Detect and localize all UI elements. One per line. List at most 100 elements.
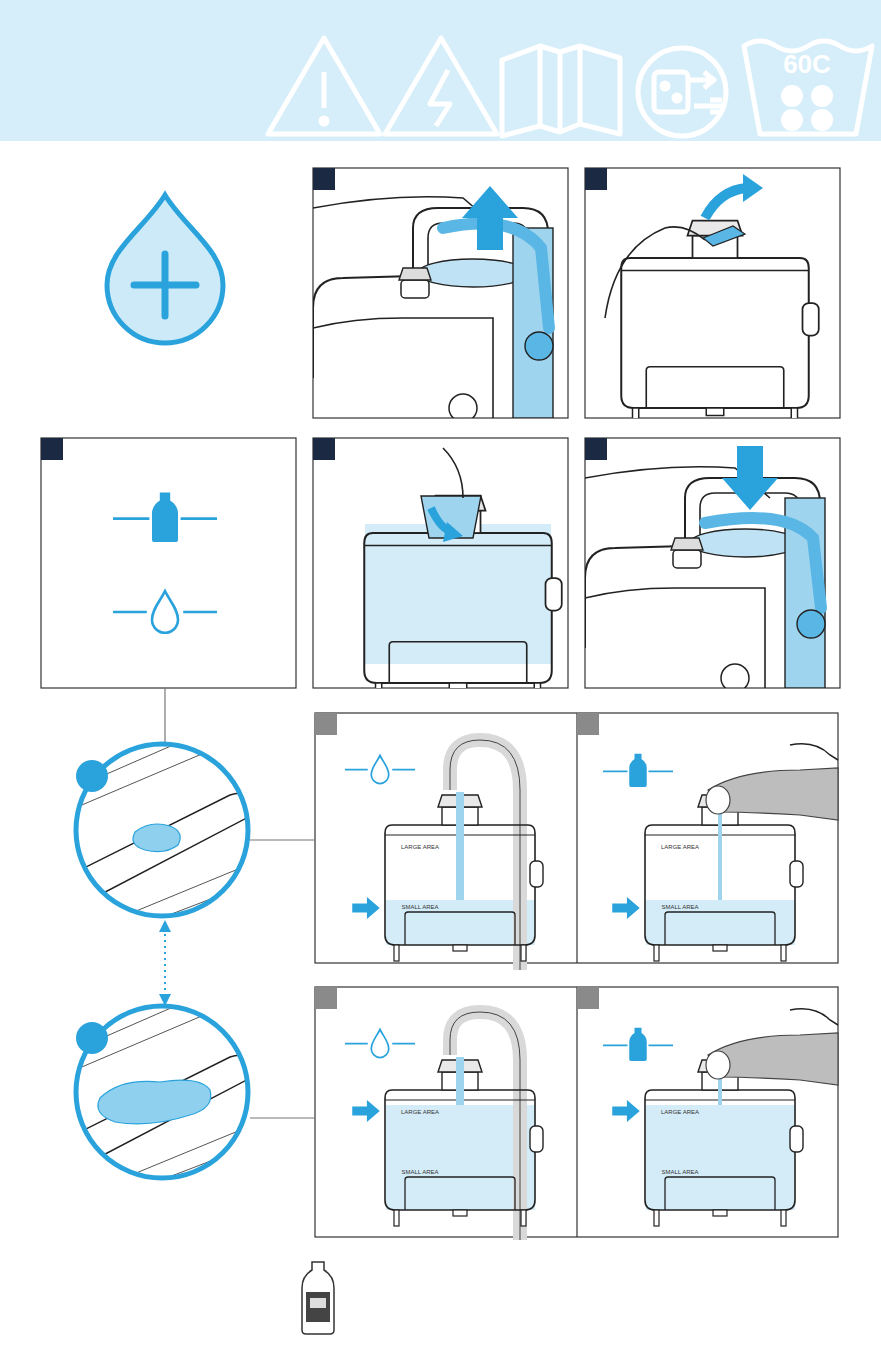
fill-line-label: SMALL AREA bbox=[661, 1169, 698, 1176]
illustration-shape bbox=[70, 1002, 260, 1192]
illustration-shape bbox=[585, 446, 825, 692]
illustration-shape bbox=[450, 1012, 520, 1240]
illustration-shape bbox=[98, 1080, 211, 1124]
wash-temperature: 60C bbox=[783, 50, 831, 79]
fill-line-label: LARGE AREA bbox=[661, 1109, 699, 1116]
illustration-shape bbox=[70, 1002, 260, 1192]
illustration-shape bbox=[706, 786, 730, 814]
illustration-shape bbox=[41, 168, 840, 1237]
illustration-shape bbox=[811, 109, 833, 131]
illustration-shape bbox=[70, 1002, 260, 1192]
illustration-shape bbox=[646, 900, 795, 945]
illustration-figure bbox=[345, 1030, 415, 1058]
illustration-shape bbox=[674, 95, 680, 101]
illustration-shape bbox=[705, 188, 747, 218]
illustration-shape bbox=[790, 1009, 838, 1025]
illustration-shape bbox=[70, 740, 260, 930]
illustration-figure bbox=[113, 591, 217, 633]
illustration-shape bbox=[250, 840, 315, 1118]
illustration-shape bbox=[322, 72, 327, 108]
illustration-shape bbox=[41, 168, 607, 460]
illustration-shape bbox=[781, 109, 803, 131]
illustration-shape bbox=[310, 1298, 326, 1308]
fill-line-label: LARGE AREA bbox=[661, 844, 699, 851]
illustration-shape bbox=[70, 740, 260, 930]
illustration-shape bbox=[268, 38, 872, 136]
illustration-shape bbox=[456, 1057, 464, 1105]
illustration-shape bbox=[386, 1105, 535, 1210]
fill-line-label: LARGE AREA bbox=[401, 844, 439, 851]
illustration-figure bbox=[345, 756, 415, 784]
illustration-shape bbox=[306, 1292, 330, 1322]
illustration-shape bbox=[41, 438, 63, 460]
fill-line-label: LARGE AREA bbox=[401, 1109, 439, 1116]
illustration-shape bbox=[164, 688, 165, 742]
illustration-shape bbox=[60, 1002, 260, 1192]
illustration-figure bbox=[612, 897, 640, 919]
illustration-shape bbox=[456, 792, 464, 900]
illustration-shape bbox=[386, 900, 535, 945]
illustration-shape bbox=[76, 1022, 108, 1054]
illustration-shape bbox=[781, 85, 833, 131]
illustration-shape bbox=[313, 438, 335, 460]
illustration-shape bbox=[781, 85, 803, 107]
illustration-figure bbox=[645, 795, 803, 961]
illustration-shape bbox=[502, 46, 620, 136]
illustration-shape bbox=[164, 928, 166, 998]
illustration-shape bbox=[585, 168, 840, 418]
illustration-figure bbox=[313, 208, 553, 422]
illustration-shape bbox=[718, 805, 722, 900]
illustration-figure bbox=[612, 1100, 640, 1122]
illustration-shape bbox=[364, 448, 562, 703]
illustration-shape bbox=[646, 1105, 795, 1210]
illustration-shape bbox=[605, 227, 705, 318]
illustration-shape bbox=[662, 83, 668, 89]
illustration-figure bbox=[603, 1028, 673, 1061]
illustration-figure bbox=[621, 221, 819, 429]
illustration-shape bbox=[797, 610, 825, 638]
illustration-shape bbox=[315, 713, 599, 1009]
illustration-shape bbox=[744, 41, 872, 134]
illustration-shape bbox=[703, 226, 745, 246]
illustration-figure bbox=[585, 478, 825, 692]
illustration-shape bbox=[302, 1262, 334, 1334]
illustration-shape bbox=[268, 38, 380, 134]
fill-line-label: SMALL AREA bbox=[401, 1169, 438, 1176]
illustration-shape bbox=[0, 0, 881, 141]
illustration-shape bbox=[743, 174, 763, 202]
illustration-shape bbox=[811, 85, 833, 107]
fill-line-label: SMALL AREA bbox=[661, 904, 698, 911]
illustration-shape bbox=[430, 70, 450, 126]
illustration-shape bbox=[585, 438, 607, 460]
fill-line-label: SMALL AREA bbox=[401, 904, 438, 911]
illustration-shape bbox=[462, 186, 518, 250]
illustration-shape bbox=[76, 760, 108, 792]
illustration-shape bbox=[638, 48, 726, 136]
illustration-shape bbox=[134, 254, 196, 316]
illustration-shape bbox=[577, 713, 599, 735]
illustration-shape bbox=[576, 713, 577, 1237]
illustration-figure bbox=[603, 754, 673, 787]
illustration-shape bbox=[76, 1006, 248, 1178]
illustration-figure bbox=[645, 1060, 803, 1226]
illustration-shape bbox=[76, 744, 248, 916]
illustration-figure bbox=[113, 493, 217, 542]
illustration-figure bbox=[352, 1100, 380, 1122]
illustration-shape bbox=[41, 438, 296, 688]
illustration-shape bbox=[706, 1051, 730, 1079]
illustration-shape bbox=[450, 1012, 520, 1240]
illustration-shape bbox=[70, 740, 260, 930]
illustration-shape bbox=[585, 168, 607, 190]
illustration-shape bbox=[321, 118, 327, 124]
illustration-shape bbox=[107, 195, 223, 343]
illustration-shape bbox=[159, 920, 171, 932]
illustration-shape bbox=[605, 174, 819, 428]
illustration-shape bbox=[443, 522, 463, 542]
illustration-shape bbox=[443, 448, 463, 498]
illustration-shape bbox=[577, 987, 599, 1009]
illustration-shape bbox=[313, 168, 335, 190]
illustration-shape bbox=[315, 987, 337, 1009]
illustration-shape bbox=[722, 446, 778, 510]
